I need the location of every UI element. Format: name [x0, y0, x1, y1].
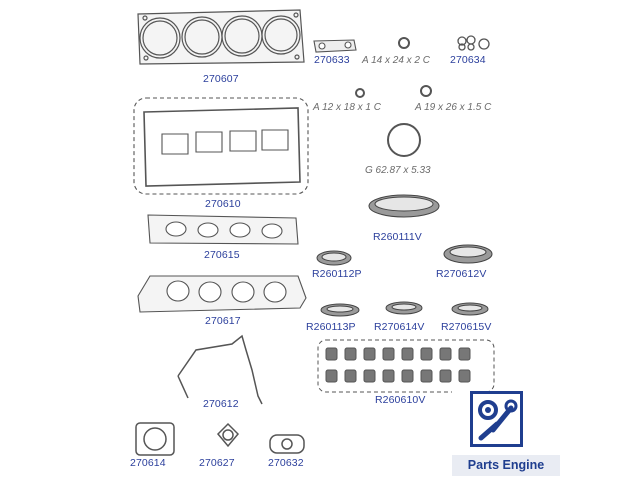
label-r260113p: R260113P	[306, 321, 356, 333]
seal-rings	[355, 37, 432, 98]
label-r270615v: R270615V	[441, 321, 492, 333]
label-270607: 270607	[203, 73, 239, 85]
label-r260111v: R260111V	[373, 231, 422, 243]
gasket-270632	[269, 434, 305, 454]
label-270614: 270614	[130, 457, 166, 469]
dimension-a14: A 14 x 24 x 2 C	[362, 55, 430, 66]
label-270610: 270610	[205, 198, 241, 210]
head-gasket-270607	[137, 9, 305, 65]
valve-stem-seals	[317, 339, 495, 393]
label-270633: 270633	[314, 54, 350, 66]
label-270612: 270612	[203, 398, 239, 410]
gasket-270634	[457, 35, 490, 51]
label-r260610v: R260610V	[375, 394, 426, 406]
gasket-270627	[216, 422, 240, 448]
dimension-a19: A 19 x 26 x 1.5 C	[415, 102, 492, 113]
label-270627: 270627	[199, 457, 235, 469]
valve-cover-gasket-270610	[133, 97, 309, 195]
brand-name: Parts Engine	[452, 455, 560, 476]
label-270634: 270634	[450, 54, 486, 66]
gasket-270633	[313, 39, 357, 53]
gasket-270614	[135, 422, 175, 456]
dimension-g62: G 62.87 x 5.33	[365, 165, 431, 176]
dimension-a12: A 12 x 18 x 1 C	[313, 102, 381, 113]
label-270615: 270615	[204, 249, 240, 261]
label-r270614v: R270614V	[374, 321, 425, 333]
wrench-gear-icon	[478, 399, 518, 441]
label-270617: 270617	[205, 315, 241, 327]
label-r260112p: R260112P	[312, 268, 362, 280]
manifold-gasket-270615	[147, 214, 299, 245]
exhaust-gasket-270617	[137, 275, 307, 313]
label-r270612v: R270612V	[436, 268, 487, 280]
timing-gasket-270612	[177, 334, 263, 405]
label-270632: 270632	[268, 457, 304, 469]
oil-seals	[316, 194, 493, 317]
brand-logo	[470, 391, 523, 447]
o-ring-g62	[387, 123, 421, 157]
